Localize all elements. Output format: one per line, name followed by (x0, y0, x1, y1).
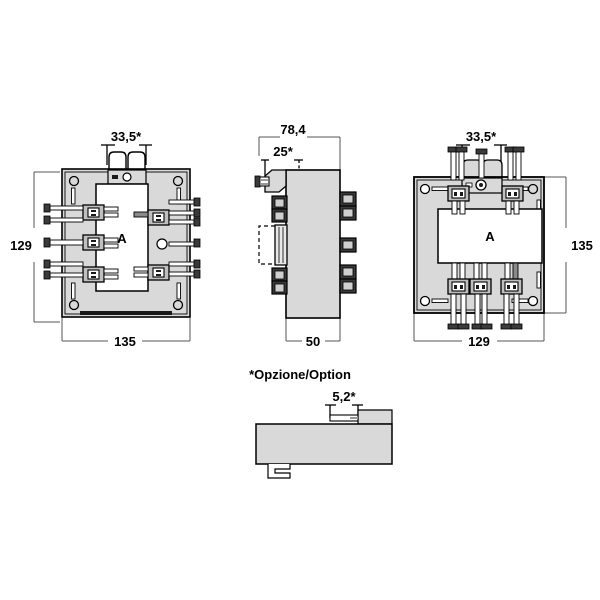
front-dim-129-label: 129 (10, 238, 32, 253)
rear-top-center-screw (475, 148, 488, 179)
detail-bottom-hook (267, 464, 291, 479)
detail-body (255, 423, 393, 465)
front-left-terminal-1 (43, 203, 119, 225)
side-dim-50-label: 50 (306, 334, 320, 349)
side-right-terminals (339, 191, 357, 294)
rear-corner-hole-tl (419, 183, 431, 195)
rear-dim-129: 129 (413, 312, 545, 349)
front-corner-hole-tl (68, 175, 80, 187)
rear-bottom-terminal-3 (500, 262, 523, 330)
rear-dim-335-label: 33,5* (466, 129, 497, 144)
rear-corner-hole-bl (419, 295, 431, 307)
rear-corner-hole-br (527, 295, 539, 307)
front-right-terminal-2 (133, 259, 201, 281)
side-dim-25: 25* (261, 144, 303, 176)
side-dim-784: 78,4 (258, 122, 341, 170)
side-view: 78,4 25* 50 (254, 122, 357, 349)
side-dim-25-label: 25* (273, 144, 293, 159)
rear-bottom-terminal-2 (469, 262, 493, 330)
front-right-terminals (133, 197, 201, 281)
side-dim-50: 50 (285, 318, 341, 349)
front-nameplate-hole (122, 172, 132, 182)
rear-slot-tl (431, 186, 449, 191)
rear-slot-br (511, 298, 529, 303)
front-left-terminal-2 (43, 234, 119, 251)
rear-slot-bl (431, 298, 449, 303)
front-dim-135: 135 (61, 318, 191, 349)
side-body (285, 169, 341, 319)
front-part-label: A (117, 231, 127, 246)
side-left-fin (274, 224, 288, 266)
front-view: 129 135 33,5* (10, 129, 201, 349)
front-dim-335: 33,5* (101, 129, 152, 165)
front-left-terminals (43, 203, 119, 283)
option-detail-view: *Opzione/Option 5,2* (249, 367, 393, 479)
front-slot-tl (71, 187, 76, 205)
front-right-terminal-1 (133, 197, 201, 227)
rear-dim-135: 135 (543, 176, 593, 314)
rear-center-panel (437, 208, 543, 264)
front-corner-hole-tr (172, 175, 184, 187)
front-bottom-bar (80, 311, 172, 315)
front-nameplate-mark (112, 175, 118, 179)
side-left-terminals (271, 195, 288, 295)
detail-dim-52-label: 5,2* (332, 389, 356, 404)
front-right-port (156, 238, 201, 250)
rear-dim-135-label: 135 (571, 238, 593, 253)
rear-part-label: A (485, 229, 495, 244)
rear-nameplate-hole-center (479, 183, 483, 187)
front-left-terminal-3 (43, 259, 119, 283)
front-slot-bl (71, 282, 76, 300)
front-dim-135-label: 135 (114, 334, 136, 349)
side-fin-leader (258, 225, 275, 265)
front-corner-hole-bl (68, 299, 80, 311)
side-option-connector (254, 169, 287, 193)
front-dim-335-label: 33,5* (111, 129, 142, 144)
front-dim-129: 129 (10, 171, 60, 323)
front-corner-hole-br (172, 299, 184, 311)
detail-top-tab (329, 409, 393, 425)
front-slot-br (176, 282, 181, 300)
rear-top-terminal-2 (501, 146, 525, 215)
side-dim-784-label: 78,4 (280, 122, 306, 137)
front-top-connectors (108, 151, 146, 171)
rear-bottom-terminal-1 (447, 262, 470, 330)
rear-dim-129-label: 129 (468, 334, 490, 349)
rear-top-terminals (447, 146, 525, 215)
rear-bottom-terminals (447, 262, 523, 330)
option-detail-caption: *Opzione/Option (249, 367, 351, 382)
rear-corner-hole-tr (527, 183, 539, 195)
rear-slot-right-lower (536, 271, 541, 289)
rear-top-terminal-1 (447, 146, 470, 215)
rear-view: 135 129 33,5* (413, 129, 593, 349)
